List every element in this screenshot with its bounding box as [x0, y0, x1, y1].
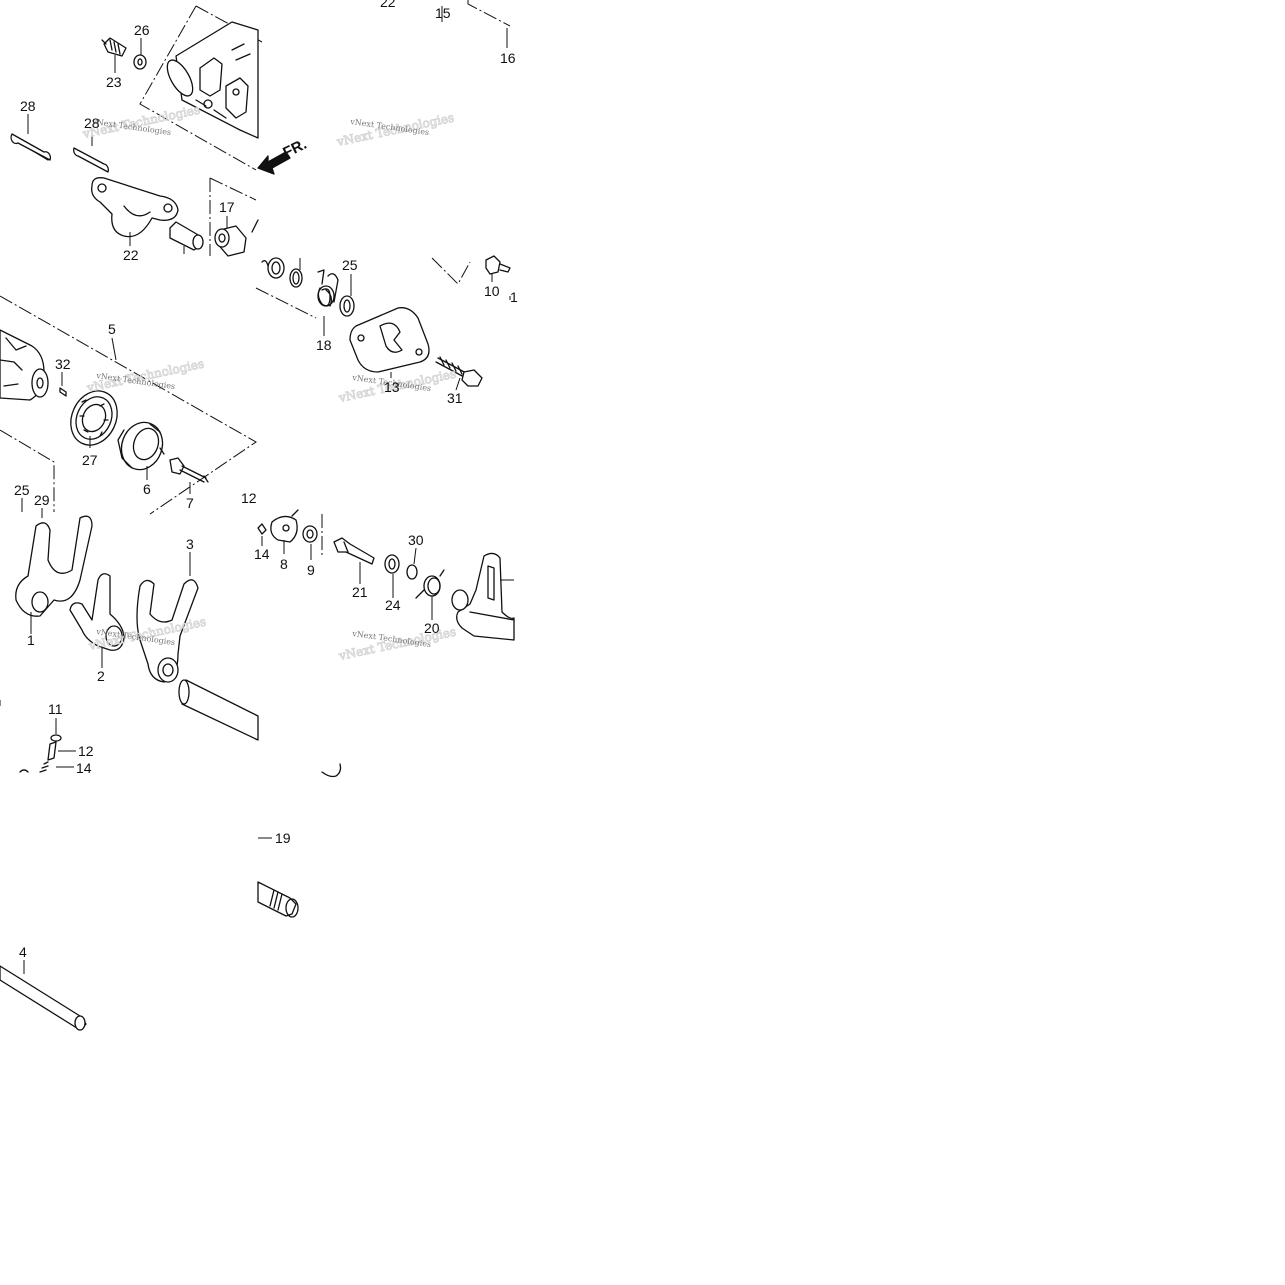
collar [169, 221, 204, 251]
callout-2: 2 [97, 668, 105, 684]
spring-14 [257, 523, 267, 535]
callout-22: 22 [380, 0, 396, 10]
callout-7: 7 [186, 495, 194, 511]
leader-lines [21, 6, 514, 974]
callout-25: 25 [14, 482, 30, 498]
callout-26: 26 [134, 22, 150, 38]
washer-24 [384, 554, 400, 574]
bolt-7 [169, 457, 209, 483]
washer-26 [133, 54, 147, 70]
callout-16: 16 [500, 50, 516, 66]
shift-fork-1 [15, 515, 93, 617]
return-spring-18 [317, 269, 339, 307]
fork-shaft [178, 679, 259, 741]
spring-20 [415, 569, 445, 599]
callout-5: 5 [108, 321, 116, 337]
callout-20: 20 [424, 620, 440, 636]
shift-fork-3 [136, 579, 199, 683]
spindle-edge [251, 219, 259, 233]
callout-21: 21 [352, 584, 368, 600]
frame-shift-spindle [209, 177, 317, 319]
cap-11 [50, 734, 62, 742]
shift-drum [0, 329, 49, 401]
bearing-27 [70, 390, 118, 446]
callout-13: 13 [384, 379, 400, 395]
callout-9: 9 [307, 562, 315, 578]
callout-28: 28 [20, 98, 36, 114]
callout-3: 3 [186, 536, 194, 552]
callout-4: 4 [19, 944, 27, 960]
stopper-plate-13 [349, 307, 430, 373]
drum-end-detail [321, 763, 342, 778]
callout-11: 11 [48, 701, 63, 717]
callout-27: 27 [82, 452, 98, 468]
callout-22: 22 [123, 247, 139, 263]
frame-upper-right [467, 0, 511, 27]
callout-labels: 22 15 16 26 23 28 28 22 17 25 18 10 1 5 … [14, 0, 518, 960]
shift-spindle-19 [257, 881, 299, 918]
pin-32 [59, 387, 67, 397]
shift-spindle-arm [451, 552, 515, 641]
callout-32: 32 [55, 356, 71, 372]
callout-14: 14 [254, 546, 270, 562]
dowel-pin-28a [10, 133, 51, 161]
bracket-22 [91, 177, 179, 238]
spring-14b [39, 761, 49, 773]
stud-23 [101, 37, 127, 57]
shift-drum-center-6 [117, 421, 165, 471]
frame-shift-drum [0, 295, 257, 515]
circlip-30 [406, 564, 418, 580]
callout-1: 1 [27, 632, 35, 648]
fork-shaft-4 [0, 965, 87, 1031]
callout-17: 17 [219, 199, 235, 215]
cap-10 [485, 255, 511, 275]
watermarks: vNext Technologies vNext Technologies vN… [80, 102, 457, 664]
plunger-12 [47, 741, 57, 761]
callout-12: 12 [78, 743, 94, 759]
assembly-frames [0, 0, 511, 706]
pin-bolt-21 [333, 537, 375, 565]
callout-23: 23 [106, 74, 122, 90]
callout-14: 14 [76, 760, 92, 776]
bushing-17 [214, 225, 247, 257]
stopper-arm-8 [270, 509, 299, 543]
front-arrow-icon: FR. [257, 136, 309, 175]
callout-31: 31 [447, 390, 463, 406]
shift-drum-upper [166, 21, 259, 139]
bolt-31 [435, 356, 483, 387]
shift-fork-2 [69, 573, 125, 651]
washer [267, 257, 285, 279]
frame-stopper [431, 257, 471, 285]
callout-30: 30 [408, 532, 424, 548]
callout-18: 18 [316, 337, 332, 353]
collar-9 [302, 525, 318, 543]
callout-12: 12 [241, 490, 257, 506]
callout-15: 15 [435, 5, 451, 21]
callout-1: 1 [510, 289, 518, 305]
callout-10: 10 [484, 283, 500, 299]
callout-6: 6 [143, 481, 151, 497]
callout-8: 8 [280, 556, 288, 572]
dowel-pin-28b [73, 147, 109, 173]
callout-29: 29 [34, 492, 50, 508]
callout-19: 19 [275, 830, 291, 846]
circlip [289, 268, 303, 288]
washer-25a [339, 295, 355, 317]
callout-24: 24 [385, 597, 401, 613]
callout-25: 25 [342, 257, 358, 273]
callout-28: 28 [84, 115, 100, 131]
